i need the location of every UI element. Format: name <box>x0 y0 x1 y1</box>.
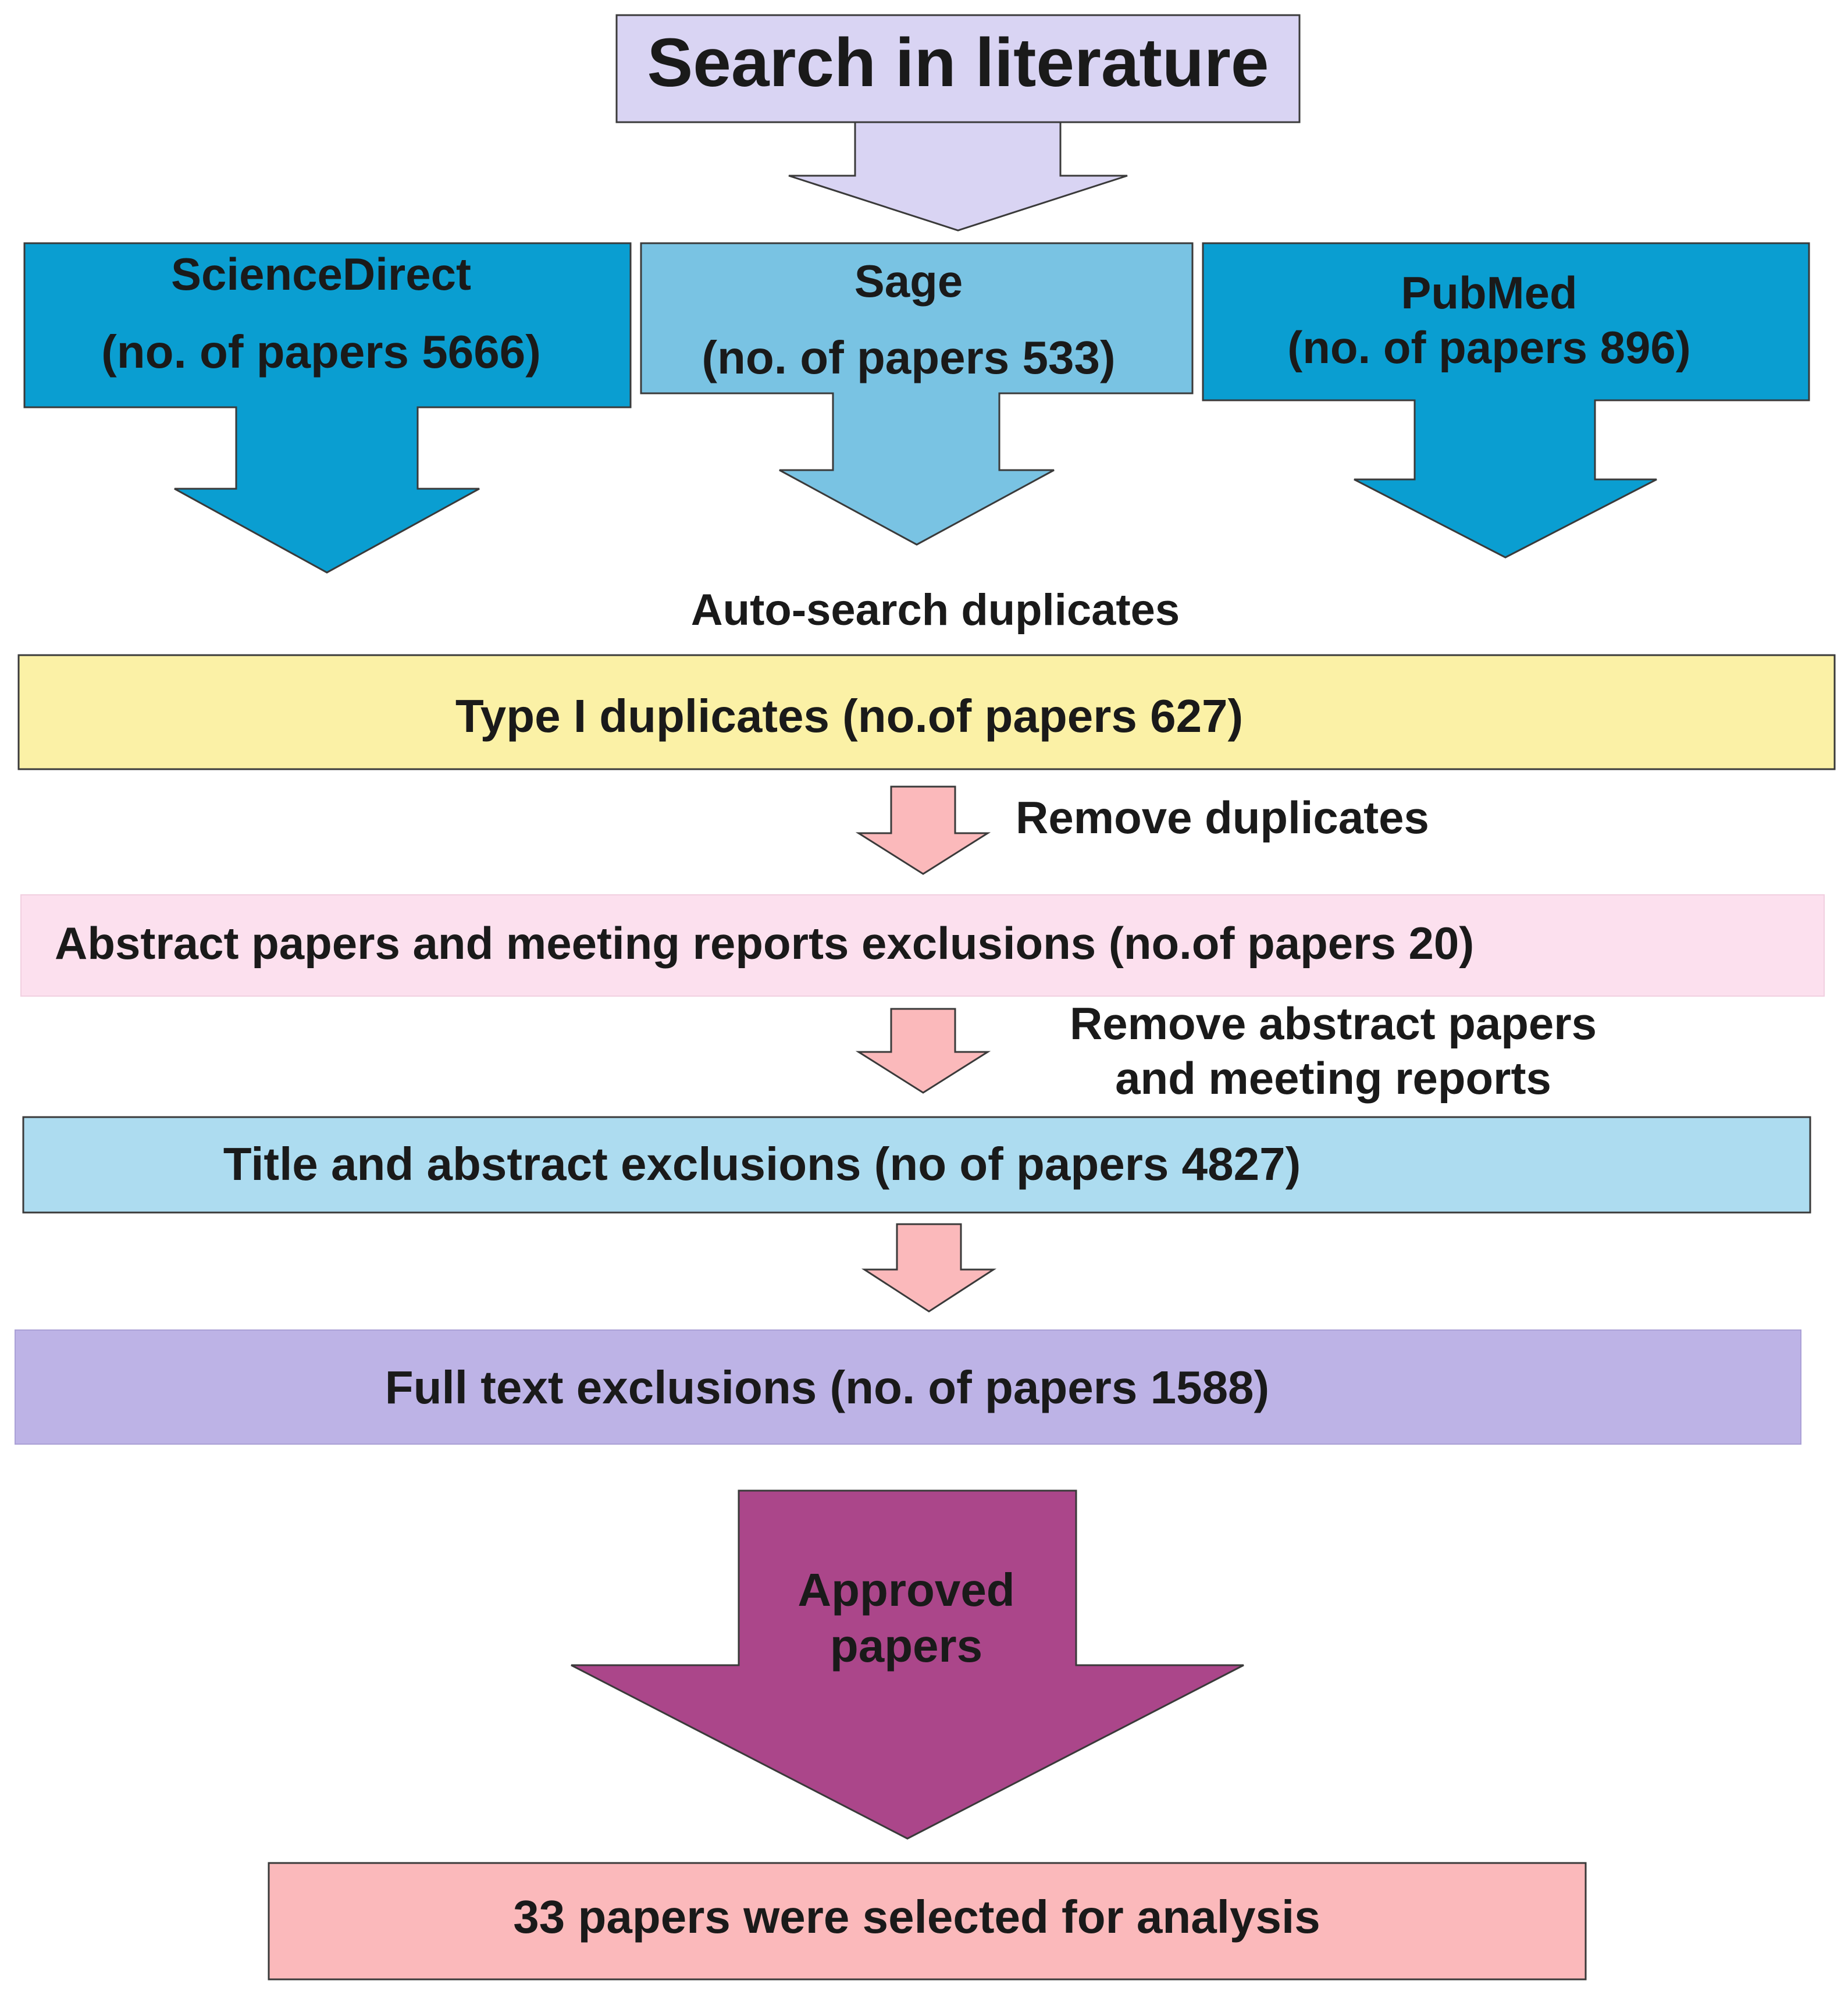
type1-duplicates-label: Type I duplicates (no.of papers 627) <box>455 690 1243 742</box>
abstract-exclusions-label: Abstract papers and meeting reports excl… <box>55 918 1474 969</box>
final-selection-label: 33 papers were selected for analysis <box>513 1891 1320 1943</box>
fulltext-exclusions-box <box>15 1329 1801 1445</box>
search-down-arrow <box>788 121 1128 232</box>
sage-name: Sage <box>854 255 963 307</box>
abstract-exclusions-box <box>20 894 1825 997</box>
remove-duplicates-label: Remove duplicates <box>1016 792 1429 843</box>
type1-duplicates-box <box>17 654 1836 770</box>
sage-box-arrow <box>640 242 1194 546</box>
remove-abstract-label-line1: Remove abstract papers <box>1070 998 1597 1049</box>
pubmed-count: (no. of papers 896) <box>1287 322 1690 373</box>
approved-papers-label-line2: papers <box>830 1620 982 1672</box>
final-selection-box <box>268 1862 1587 1981</box>
pubmed-box-arrow <box>1202 242 1810 559</box>
remove-abstract-arrow <box>855 1008 991 1094</box>
remove-duplicates-arrow <box>855 785 991 875</box>
search-in-literature-label: Search in literature <box>647 24 1269 101</box>
sage-count: (no. of papers 533) <box>702 332 1115 383</box>
title-abstract-exclusions-box <box>22 1116 1811 1214</box>
remove-abstract-label-line2: and meeting reports <box>1115 1053 1551 1104</box>
title-abstract-exclusions-label: Title and abstract exclusions (no of pap… <box>223 1138 1301 1190</box>
title-to-fulltext-arrow <box>861 1223 997 1313</box>
sciencedirect-count: (no. of papers 5666) <box>101 326 541 378</box>
sciencedirect-name: ScienceDirect <box>171 248 471 300</box>
sciencedirect-box-arrow <box>23 242 632 574</box>
fulltext-exclusions-label: Full text exclusions (no. of papers 1588… <box>385 1361 1269 1413</box>
approved-papers-label-line1: Approved <box>797 1564 1014 1616</box>
auto-search-duplicates-label: Auto-search duplicates <box>691 585 1180 635</box>
search-in-literature-box <box>615 14 1301 123</box>
pubmed-name: PubMed <box>1401 267 1577 318</box>
approved-papers-arrow <box>571 1489 1244 1840</box>
